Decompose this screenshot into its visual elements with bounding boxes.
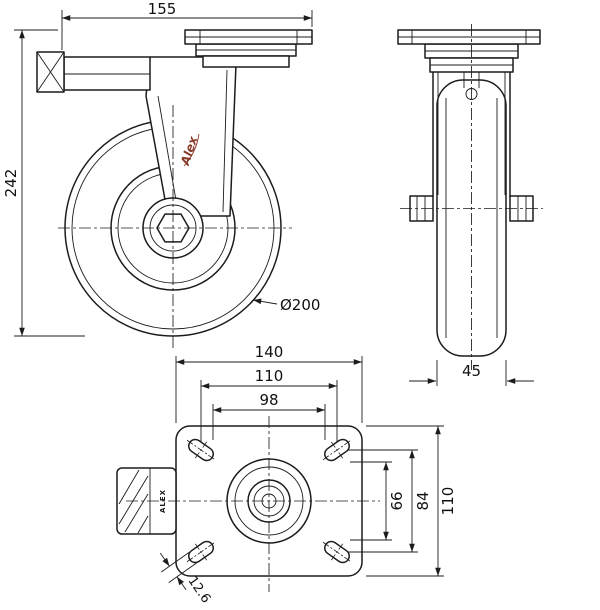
dim-inner-66: 66: [350, 461, 406, 541]
dim-front-height: 242: [2, 29, 85, 337]
dim-155-label: 155: [148, 0, 177, 18]
dim-bolt-spacing-84: 84: [348, 449, 432, 553]
dim-wheel-diameter: Ø200: [252, 296, 320, 314]
brake-arm: [63, 56, 151, 91]
dim-84-label: 84: [414, 491, 432, 510]
dim-242-label: 242: [2, 169, 20, 198]
front-centerlines: [58, 105, 292, 350]
swivel-head: [195, 43, 297, 68]
dim-bolt-spacing-110: 110: [200, 367, 338, 442]
bolt-slot-top-left: [186, 438, 216, 462]
dim-45-label: 45: [462, 362, 481, 380]
side-view: 45: [397, 24, 543, 386]
dim-front-width: 155: [61, 0, 313, 50]
brake-lever: [36, 51, 65, 93]
fork-side: [432, 72, 511, 197]
brake-pedal: ALEX: [116, 467, 177, 535]
plan-centerlines: [126, 416, 380, 592]
dim-66-label: 66: [388, 491, 406, 510]
dim-98-label: 98: [259, 391, 278, 409]
side-centerlines: [400, 24, 543, 370]
dim-140-label: 140: [255, 343, 284, 361]
bolt-slot-bottom-left: [186, 540, 216, 564]
dim-d200-label: Ø200: [280, 296, 320, 314]
bolt-slot-top-right: [322, 438, 352, 462]
dim-110w-label: 110: [255, 367, 284, 385]
dim-plate-depth-110: 110: [366, 425, 457, 577]
dim-wheel-width: 45: [409, 360, 534, 386]
top-plate-front: [184, 29, 313, 45]
dim-110d-label: 110: [439, 487, 457, 516]
logo-swoosh: [183, 133, 200, 167]
dim-12-6-label: 12.6: [184, 574, 213, 606]
front-view: Alex 155 242 Ø200: [2, 0, 320, 350]
dim-inner-98: 98: [212, 391, 326, 440]
top-plate-side: [397, 29, 541, 45]
plan-view: ALEX 140 110 98: [116, 343, 457, 606]
bolt-slot-bottom-right: [322, 540, 352, 564]
dim-plate-width-140: 140: [175, 343, 363, 423]
